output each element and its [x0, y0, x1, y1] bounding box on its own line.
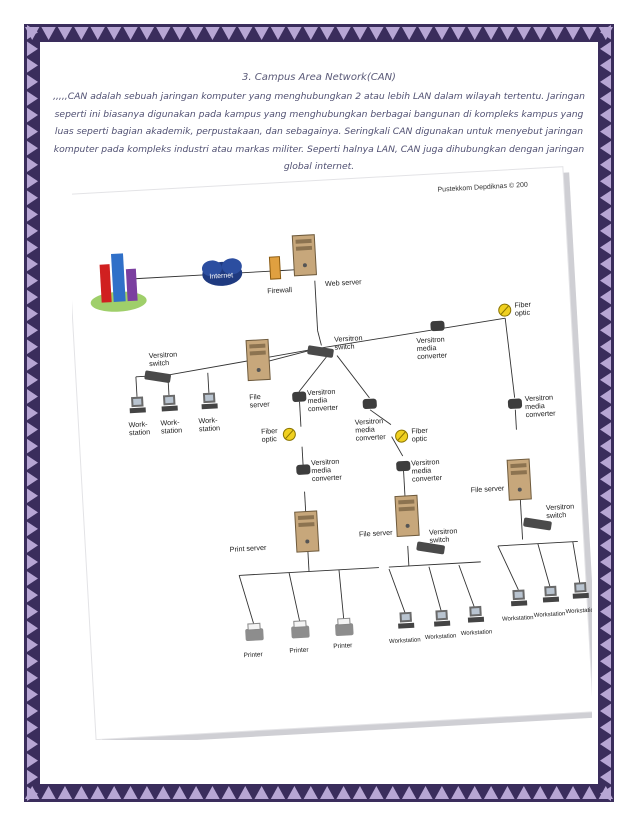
right-switch-label: Versitronswitch [546, 502, 575, 521]
media-converter-6-label: Versitronmediaconverter [524, 392, 556, 419]
internet-label: Internet [209, 272, 233, 280]
media-converter-2-icon [296, 464, 311, 475]
print-server-icon [294, 510, 320, 553]
printer-3-label: Printer [333, 642, 353, 650]
media-converter-1-label: Versitronmediaconverter [307, 387, 339, 414]
web-server-label: Web server [325, 277, 363, 288]
workstation-4-icon [398, 611, 415, 629]
workstation-5-icon [434, 609, 451, 627]
section-paragraph: ,,,,,CAN adalah sebuah jaringan komputer… [53, 91, 585, 173]
workstation-4-label: Workstation [389, 637, 421, 645]
connections [132, 269, 581, 625]
printer-1-icon [245, 622, 264, 642]
media-converter-4-icon [396, 460, 411, 472]
network-diagram: Pustekkom Depdiknas © 200InternetFirewal… [72, 166, 592, 740]
fiber-optic-2-label: Fiberoptic [411, 426, 429, 444]
campus-buildings-icon [90, 253, 147, 312]
fiber-optic-2-icon [395, 429, 409, 443]
media-converter-6-icon [507, 398, 523, 409]
workstation-7-icon [511, 589, 528, 607]
workstation-8-icon [542, 585, 560, 603]
workstation-1-icon [129, 396, 146, 414]
frame-triangles [25, 25, 613, 801]
media-converter-1-icon [292, 391, 307, 402]
file-server-right-label: File server [470, 483, 505, 494]
workstation-9-label: Workstation [566, 607, 592, 615]
workstation-8-label: Workstation [534, 611, 566, 619]
file-server-mid-icon [394, 494, 420, 538]
card-paper [72, 166, 592, 740]
workstation-3-icon [201, 392, 218, 410]
fiber-optic-3-icon [498, 303, 512, 317]
printer-2-icon [291, 620, 310, 639]
section-heading: 3. Campus Area Network(CAN) [242, 72, 396, 83]
media-converter-5-label: Versitronmediaconverter [416, 334, 448, 361]
main-switch-icon [307, 345, 334, 358]
workstation-3-label: Work-station [198, 415, 220, 433]
printer-1-label: Printer [243, 651, 263, 659]
file-server-right-icon [506, 458, 532, 501]
right-switch-icon [523, 517, 552, 531]
mid-switch-icon [416, 541, 445, 555]
media-converter-4-label: Versitronmediaconverter [411, 457, 443, 484]
fiber-optic-1-icon [282, 427, 296, 441]
firewall-icon [268, 256, 282, 280]
left-switch-label: Versitronswitch [148, 350, 177, 369]
workstation-2-label: Work-station [160, 417, 182, 435]
workstation-1-label: Work-station [128, 419, 150, 437]
firewall-label: Firewall [267, 285, 293, 295]
workstation-9-icon [572, 582, 589, 599]
file-server-mid-label: File server [359, 528, 394, 539]
fiber-optic-1-label: Fiberoptic [261, 426, 279, 444]
printer-3-icon [335, 617, 354, 636]
internet-cloud-icon [201, 258, 243, 286]
workstation-5-label: Workstation [425, 633, 457, 641]
file-server-top-label: Fileserver [249, 391, 270, 409]
main-switch-label: Versitronswitch [334, 333, 363, 352]
workstation-7-label: Workstation [502, 615, 534, 623]
left-switch-icon [144, 370, 171, 383]
media-converter-3-icon [362, 398, 377, 410]
media-converter-5-icon [430, 320, 445, 332]
fiber-optic-3-label: Fiberoptic [514, 300, 532, 318]
web-server-icon [291, 234, 317, 277]
mid-switch-label: Versitronswitch [429, 526, 458, 545]
printer-2-label: Printer [289, 647, 309, 655]
file-server-top-icon [245, 338, 271, 382]
media-converter-2-label: Versitronmediaconverter [311, 457, 343, 484]
workstation-6-label: Workstation [461, 629, 493, 637]
print-server-label: Print server [229, 543, 267, 554]
workstation-6-icon [467, 605, 485, 623]
workstation-2-icon [161, 394, 178, 412]
media-converter-3-label: Versitronmediaconverter [355, 416, 387, 443]
